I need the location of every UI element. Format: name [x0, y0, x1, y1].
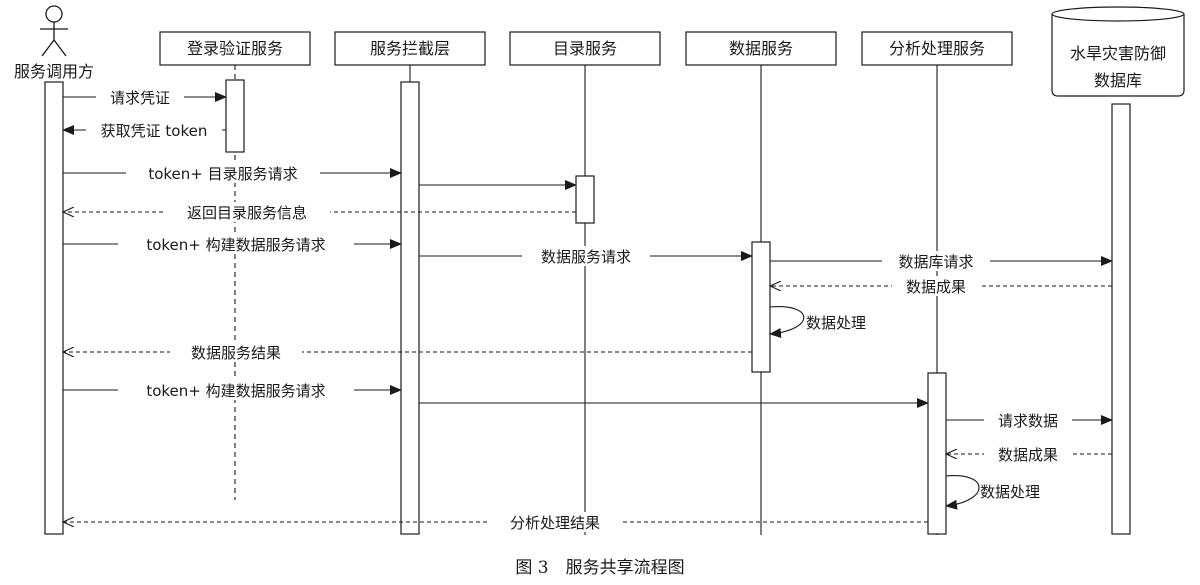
data-service-label: 数据服务 [729, 39, 793, 58]
msg-request-credential-label: 请求凭证 [110, 89, 170, 107]
msg-data-processing-loop [769, 306, 805, 338]
msg-build-data-request-2-label: token+ 构建数据服务请求 [146, 382, 325, 400]
catalog-service-box [509, 31, 661, 66]
msg-return-catalog-label: 返回目录服务信息 [187, 204, 307, 222]
catalog-service-label: 目录服务 [553, 39, 617, 58]
data-service-box [685, 31, 837, 66]
intercept-activation [400, 81, 420, 535]
caller-activation [44, 81, 64, 535]
msg-request-data-label: 请求数据 [998, 412, 1058, 430]
msg-data-processing-loop-2 [945, 475, 980, 510]
msg-data-service-result-label: 数据服务结果 [191, 344, 281, 362]
login-service-label: 登录验证服务 [187, 39, 283, 58]
msg-build-data-request-label: token+ 构建数据服务请求 [146, 236, 325, 254]
msg-data-processing-label: 数据处理 [806, 314, 866, 332]
analysis-activation [927, 372, 947, 535]
figure-caption: 图 3 服务共享流程图 [515, 558, 684, 578]
database-activation [1111, 103, 1131, 535]
database-label-line1: 水旱灾害防御 [1070, 44, 1166, 63]
intercept-layer-label: 服务拦截层 [370, 39, 450, 58]
login-service-box [159, 31, 311, 66]
msg-data-service-request-label: 数据服务请求 [541, 248, 631, 266]
msg-database-request-label: 数据库请求 [898, 253, 973, 271]
analysis-service-label: 分析处理服务 [889, 39, 985, 58]
caller-actor-icon [40, 5, 68, 57]
msg-catalog-request-label: token+ 目录服务请求 [148, 165, 297, 183]
caller-label: 服务调用方 [14, 62, 94, 81]
catalog-activation [575, 175, 595, 224]
analysis-service-box [861, 31, 1013, 66]
login-activation [225, 79, 245, 153]
msg-data-result-2-label: 数据成果 [998, 446, 1058, 464]
msg-analysis-result-label: 分析处理结果 [510, 514, 600, 532]
database-icon [1051, 6, 1185, 97]
data-service-activation [751, 241, 771, 373]
intercept-layer-box [334, 31, 486, 66]
msg-data-processing-2-label: 数据处理 [980, 483, 1040, 501]
msg-get-token-label: 获取凭证 token [101, 122, 208, 140]
msg-data-result-db-label: 数据成果 [906, 278, 966, 296]
database-label-line2: 数据库 [1094, 71, 1142, 90]
